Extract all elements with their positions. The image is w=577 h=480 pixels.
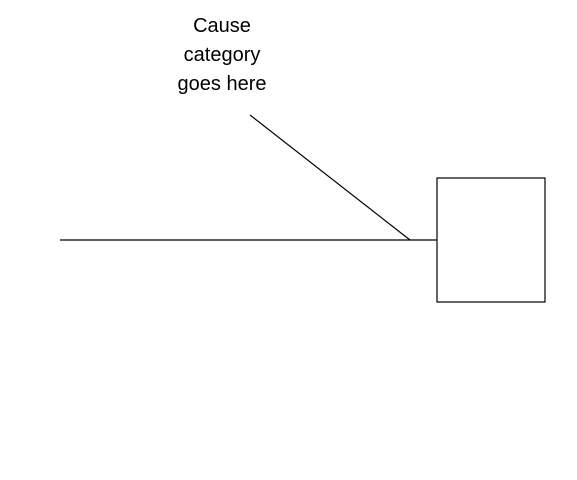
cause-bone-line: [249, 114, 411, 241]
effect-box: [436, 177, 546, 303]
cause-label-line-3: goes here: [177, 73, 267, 95]
cause-label-line-2: category: [183, 44, 261, 66]
cause-label-line-1: Cause: [193, 15, 251, 37]
cause-category-label: Cause category goes here: [162, 12, 282, 99]
